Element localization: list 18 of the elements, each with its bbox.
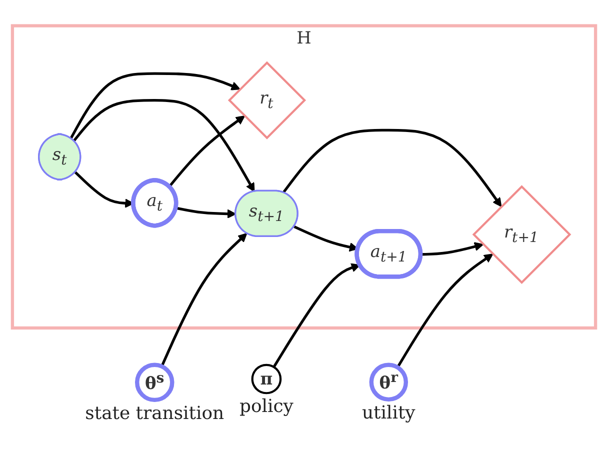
arrow	[396, 254, 494, 368]
node-circle: θ$^{r}$	[369, 362, 408, 402]
node-circle: θ$^{s}$	[135, 362, 174, 402]
arrow	[420, 242, 484, 256]
arrow	[160, 232, 248, 367]
arrow	[70, 72, 240, 140]
node-circle: π	[251, 364, 282, 394]
arrow	[168, 116, 246, 188]
node-caption: state transition	[85, 402, 224, 424]
arrow	[272, 263, 360, 368]
arrow	[176, 206, 236, 218]
node-diamond: r$_{t}$	[228, 61, 306, 140]
arrow	[282, 128, 502, 207]
node-caption: utility	[362, 402, 416, 424]
arrow	[294, 225, 358, 252]
node-diamond: r$_{t+1}$	[472, 185, 572, 284]
arrow	[72, 98, 255, 192]
node-caption: policy	[239, 396, 294, 418]
